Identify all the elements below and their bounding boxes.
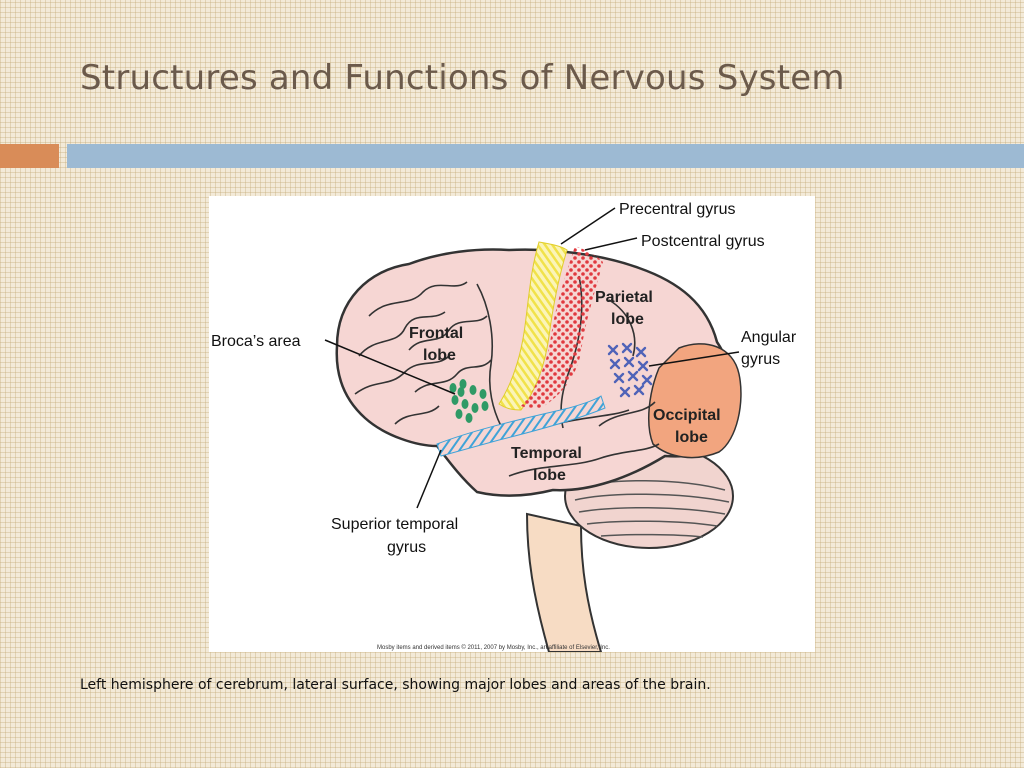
label-parietal-lobe-line1: Parietal: [595, 289, 653, 306]
slide-title: Structures and Functions of Nervous Syst…: [80, 58, 845, 98]
precentral-gyrus-area: [498, 241, 568, 411]
label-temporal-lobe-line2: lobe: [533, 467, 566, 484]
label-occipital-lobe-line2: lobe: [675, 429, 708, 446]
label-occipital-lobe-line1: Occipital: [653, 407, 721, 424]
label-temporal-lobe-line1: Temporal: [511, 445, 582, 462]
accent-bar-blue: [67, 144, 1024, 168]
label-angular-gyrus-line2: gyrus: [741, 351, 780, 368]
label-frontal-lobe-line2: lobe: [423, 347, 456, 364]
superior-temporal-gyrus-area: [436, 395, 606, 457]
label-superior-temporal-gyrus-line1: Superior temporal: [331, 516, 458, 533]
label-superior-temporal-gyrus-line2: gyrus: [387, 539, 426, 556]
copyright-credit: Mosby items and derived items © 2011, 20…: [377, 644, 610, 651]
postcentral-gyrus-area: [521, 246, 603, 408]
leader-brocas: [324, 339, 456, 395]
brainstem: [525, 512, 603, 652]
figure-caption: Left hemisphere of cerebrum, lateral sur…: [80, 677, 711, 693]
angular-gyrus-area: [607, 342, 653, 398]
leader-precentral: [560, 207, 616, 245]
label-angular-gyrus-line1: Angular: [741, 329, 797, 346]
label-parietal-lobe-line2: lobe: [611, 311, 644, 328]
accent-bar-orange: [0, 144, 59, 168]
brain-figure: Precentral gyrus Postcentral gyrus Parie…: [209, 196, 815, 652]
leader-angular: [648, 351, 740, 367]
label-postcentral-gyrus: Postcentral gyrus: [641, 233, 765, 250]
label-frontal-lobe-line1: Frontal: [409, 325, 463, 342]
brain-illustration: Precentral gyrus Postcentral gyrus Parie…: [211, 201, 797, 652]
leader-postcentral: [584, 237, 638, 251]
leader-superior-temporal: [416, 449, 442, 509]
label-precentral-gyrus: Precentral gyrus: [619, 201, 736, 218]
label-brocas-area: Broca’s area: [211, 333, 301, 350]
brocas-area: [449, 379, 489, 423]
